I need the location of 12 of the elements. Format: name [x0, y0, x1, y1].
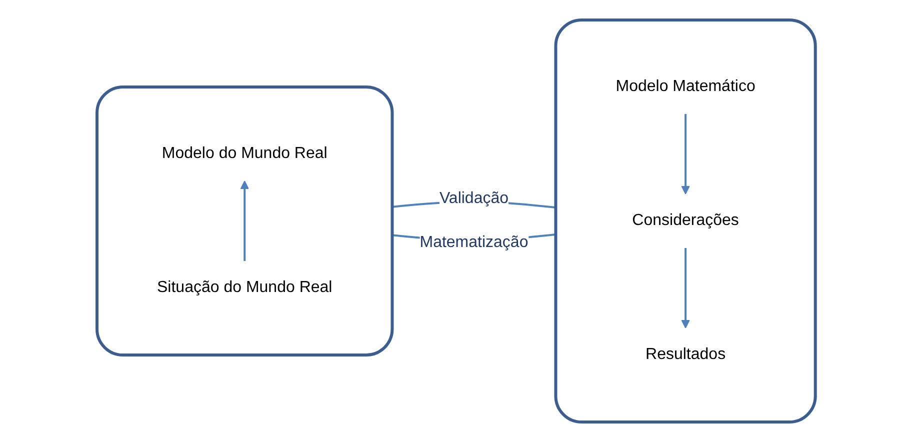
- node-text: Considerações: [632, 212, 740, 228]
- node-text: Modelo Matemático: [616, 78, 756, 94]
- arrow: [240, 180, 250, 260]
- cluster: [96, 85, 394, 356]
- node-text: Modelo do Mundo Real: [162, 144, 328, 162]
- edge-label: Matematização: [420, 234, 529, 250]
- arrow: [681, 114, 690, 194]
- cluster: [554, 18, 818, 423]
- arrow: [681, 248, 690, 328]
- node-text: Situação do Mundo Real: [157, 278, 333, 296]
- node-text: Resultados: [646, 346, 726, 362]
- edge-label: Validação: [440, 190, 509, 206]
